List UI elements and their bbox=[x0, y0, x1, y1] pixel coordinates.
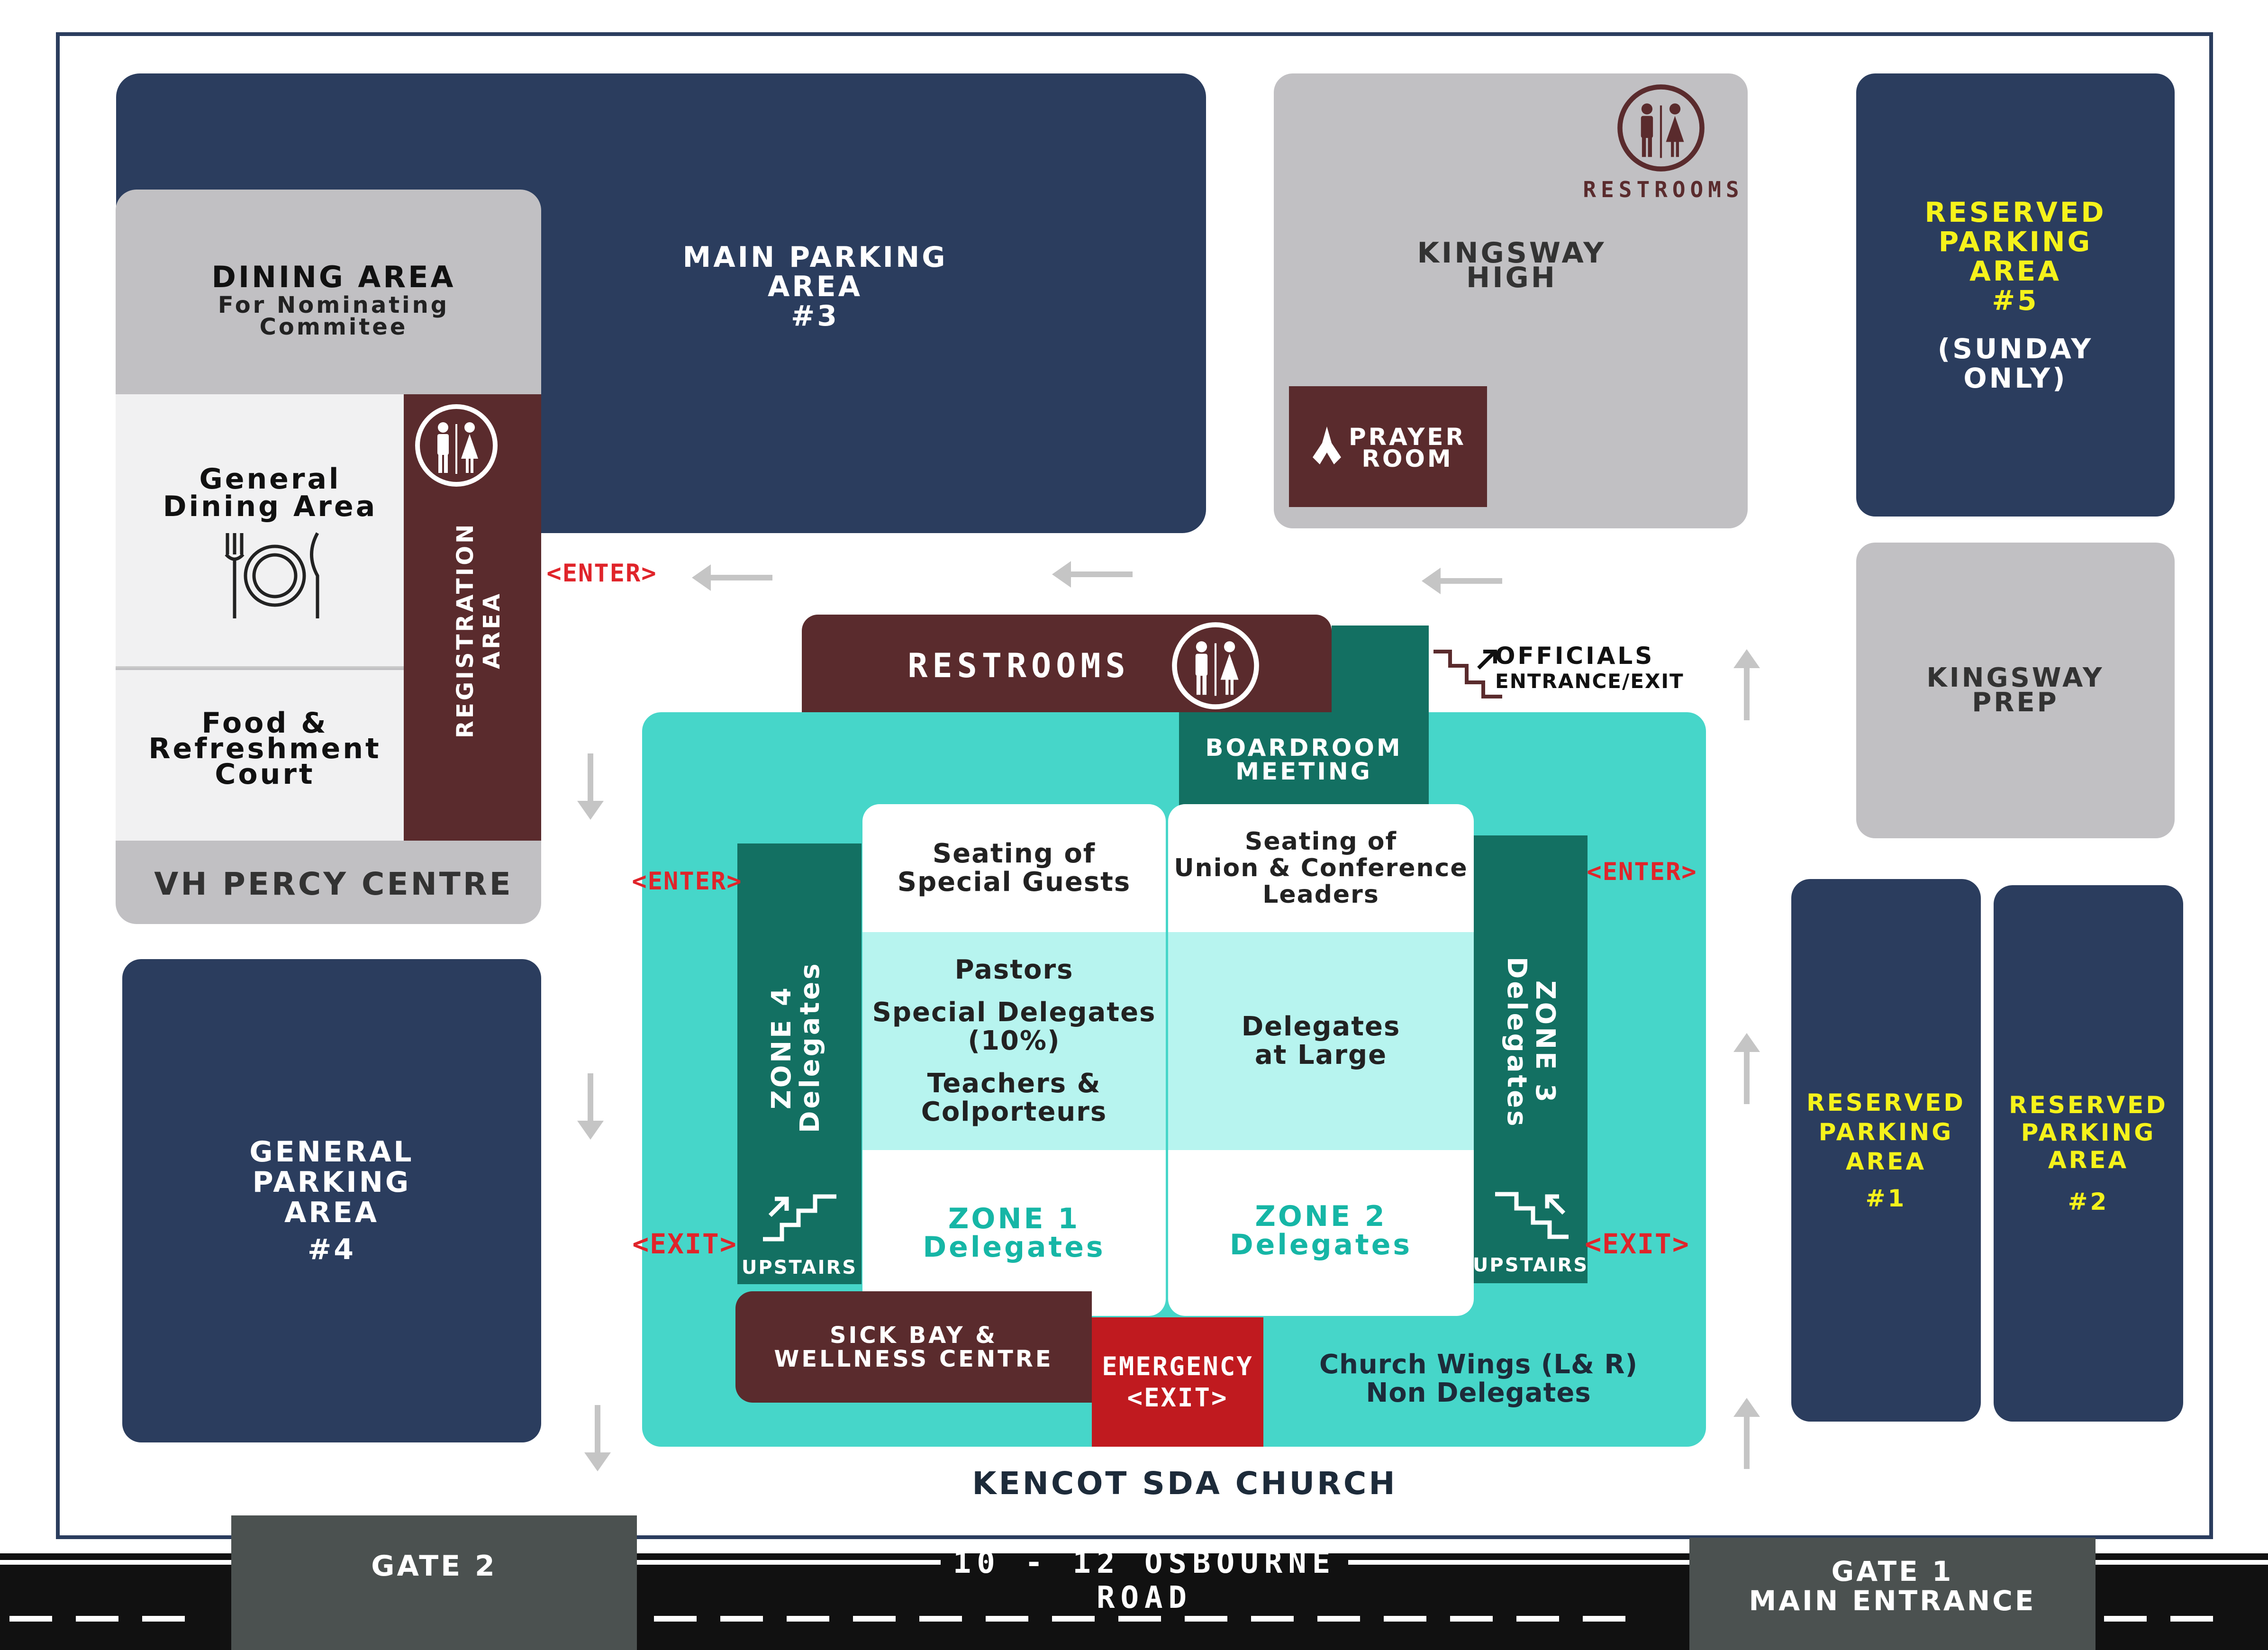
stairs-up-icon bbox=[1493, 1185, 1573, 1242]
registration-label: REGISTRATION AREA bbox=[452, 522, 505, 739]
stairs-up-icon bbox=[761, 1187, 841, 1244]
restroom-icon-kingsway bbox=[1616, 83, 1706, 173]
kingsway-high-label: KINGSWAY HIGH bbox=[1417, 236, 1606, 294]
enter-sign-right: <ENTER> bbox=[1587, 858, 1697, 886]
direction-arrow-icon bbox=[1733, 649, 1760, 720]
dining-plate-icon bbox=[220, 531, 329, 621]
direction-arrow-icon bbox=[1733, 1033, 1760, 1104]
zone-1-delegates[interactable]: ZONE 1 Delegates bbox=[923, 1202, 1106, 1264]
upstairs-label-left: UPSTAIRS bbox=[741, 1257, 858, 1278]
road-dash bbox=[1583, 1616, 1625, 1622]
restrooms-label-kingsway: RESTROOMS bbox=[1583, 177, 1744, 202]
general-dining-label: General Dining Area bbox=[163, 462, 378, 523]
praying-hands-icon bbox=[1308, 424, 1346, 467]
direction-arrow-icon bbox=[1052, 561, 1133, 588]
road-dash bbox=[2104, 1616, 2147, 1622]
kencot-church-label: KENCOT SDA CHURCH bbox=[972, 1465, 1397, 1502]
enter-sign-left: <ENTER> bbox=[632, 867, 743, 896]
stairs-up-icon bbox=[1431, 644, 1512, 701]
road-dash bbox=[1317, 1616, 1360, 1622]
enter-sign-top: <ENTER> bbox=[546, 559, 657, 588]
food-court[interactable] bbox=[116, 670, 404, 841]
zone-2-delegates[interactable]: ZONE 2 Delegates bbox=[1229, 1200, 1413, 1261]
pastors-delegates-seating[interactable]: Pastors Special Delegates (10%) Teachers… bbox=[862, 932, 1166, 1150]
food-court-label: Food & Refreshment Court bbox=[148, 707, 381, 791]
dining-area-nominating: DINING AREA For Nominating Commitee bbox=[211, 259, 456, 340]
road-dash bbox=[787, 1616, 829, 1622]
boardroom-meeting[interactable]: BOARDROOM MEETING bbox=[1179, 712, 1429, 807]
road-dash bbox=[1251, 1616, 1294, 1622]
restrooms-label-church: RESTROOMS bbox=[907, 646, 1130, 685]
officials-label: OFFICIALS ENTRANCE/EXIT bbox=[1495, 642, 1684, 693]
kingsway-prep[interactable]: KINGSWAY PREP bbox=[1856, 543, 2175, 838]
road-dash bbox=[853, 1616, 896, 1622]
restroom-icon bbox=[414, 403, 499, 488]
prayer-room-label: PRAYER ROOM bbox=[1349, 423, 1466, 472]
general-parking-area-4[interactable]: GENERAL PARKING AREA #4 bbox=[122, 959, 541, 1442]
road-dash bbox=[654, 1616, 697, 1622]
gate-1-main-entrance[interactable]: GATE 1 MAIN ENTRANCE bbox=[1689, 1538, 2096, 1650]
road-dash bbox=[142, 1616, 185, 1622]
main-parking-label: MAIN PARKING AREA #3 bbox=[682, 241, 948, 333]
road-dash bbox=[919, 1616, 962, 1622]
zone-3-label: ZONE 3 Delegates bbox=[1501, 956, 1560, 1129]
vh-percy-label: VH PERCY CENTRE bbox=[154, 865, 513, 902]
road-dash bbox=[1384, 1616, 1426, 1622]
road-dash bbox=[9, 1616, 52, 1622]
special-guests-seating[interactable]: Seating of Special Guests bbox=[897, 838, 1131, 898]
delegates-at-large-seating[interactable]: Delegates at Large bbox=[1168, 932, 1474, 1150]
road-name: 10 - 12 OSBOURNE ROAD bbox=[941, 1545, 1348, 1615]
gate-2[interactable]: GATE 2 bbox=[231, 1515, 637, 1650]
seating-left-column: Seating of Special Guests Pastors Specia… bbox=[862, 804, 1166, 1316]
road-dash bbox=[1185, 1616, 1227, 1622]
sick-bay-wellness-centre[interactable]: SICK BAY & WELLNESS CENTRE bbox=[735, 1291, 1092, 1403]
exit-sign-right: <EXIT> bbox=[1585, 1228, 1690, 1260]
direction-arrow-icon bbox=[1733, 1398, 1760, 1469]
emergency-exit[interactable]: EMERGENCY <EXIT> bbox=[1092, 1317, 1263, 1447]
church-wings-non-delegates[interactable]: Church Wings (L& R) Non Delegates bbox=[1319, 1349, 1638, 1408]
direction-arrow-icon bbox=[1422, 568, 1502, 594]
seating-right-column: Seating of Union & Conference Leaders De… bbox=[1168, 804, 1474, 1316]
direction-arrow-icon bbox=[692, 564, 772, 591]
direction-arrow-icon bbox=[577, 753, 604, 820]
site-boundary bbox=[56, 32, 2213, 1539]
exit-sign-left: <EXIT> bbox=[632, 1228, 737, 1260]
road-dash bbox=[1118, 1616, 1161, 1622]
reserved-parking-area-2[interactable]: RESERVED PARKING AREA #2 bbox=[1994, 885, 2183, 1422]
reserved-parking-area-1[interactable]: RESERVED PARKING AREA #1 bbox=[1791, 879, 1981, 1422]
road-dash bbox=[76, 1616, 118, 1622]
reserved-parking-area-5[interactable]: RESERVED PARKING AREA #5 (SUNDAY ONLY) bbox=[1856, 73, 2175, 517]
road-dash bbox=[1450, 1616, 1493, 1622]
road-dash bbox=[986, 1616, 1028, 1622]
restroom-icon-church bbox=[1170, 621, 1261, 711]
upstairs-label-right: UPSTAIRS bbox=[1472, 1254, 1589, 1276]
road-dash bbox=[720, 1616, 763, 1622]
direction-arrow-icon bbox=[577, 1073, 604, 1140]
direction-arrow-icon bbox=[584, 1405, 611, 1471]
union-leaders-seating[interactable]: Seating of Union & Conference Leaders bbox=[1174, 827, 1468, 909]
officials-entrance-corridor[interactable] bbox=[1332, 626, 1429, 720]
road-dash bbox=[1516, 1616, 1559, 1622]
road-dash bbox=[2170, 1616, 2213, 1622]
zone-4-label: ZONE 4 Delegates bbox=[766, 961, 826, 1133]
road-dash bbox=[1052, 1616, 1095, 1622]
general-dining-area[interactable] bbox=[116, 394, 404, 668]
